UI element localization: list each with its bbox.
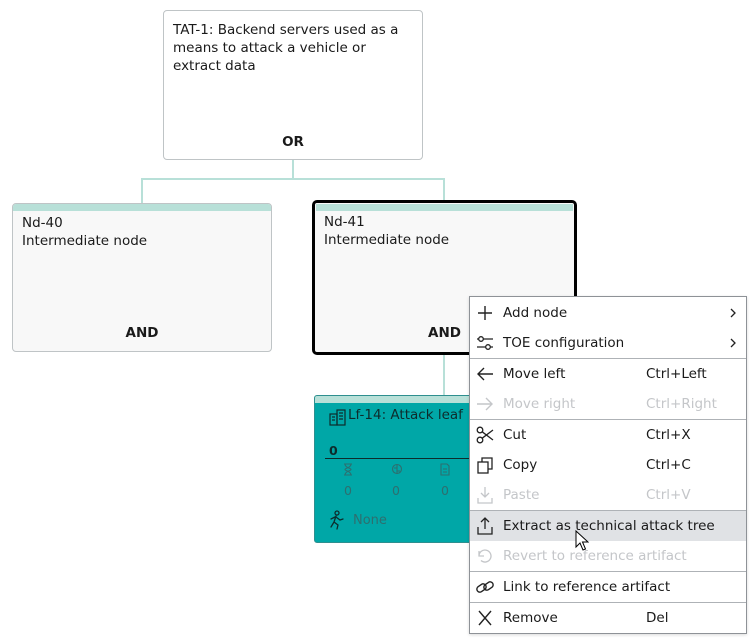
menu-item-remove[interactable]: Remove Del xyxy=(470,603,746,633)
node-type: Intermediate node xyxy=(22,233,148,249)
menu-separator xyxy=(470,419,746,420)
plus-icon xyxy=(478,306,492,320)
chevron-right-icon xyxy=(730,338,736,348)
node-accent-bar xyxy=(13,204,271,211)
upload-icon xyxy=(477,517,493,535)
menu-separator xyxy=(470,571,746,572)
arrow-right-icon xyxy=(477,397,493,411)
building-icon xyxy=(329,409,346,426)
leaf-divider xyxy=(325,458,473,459)
node-accent-bar xyxy=(316,204,573,211)
node-text: Nd-40 Intermediate node xyxy=(22,214,147,250)
leaf-attacker: None xyxy=(353,513,387,528)
connector-horizontal xyxy=(141,178,445,180)
leaf-title: Lf-14: Attack leaf xyxy=(348,407,463,423)
menu-item-paste[interactable]: Paste Ctrl+V xyxy=(470,480,746,510)
menu-separator xyxy=(470,358,746,359)
node-id: Nd-40 xyxy=(22,215,63,231)
scissors-icon xyxy=(476,426,494,444)
link-icon xyxy=(476,581,494,593)
menu-item-link-reference-artifact[interactable]: Link to reference artifact xyxy=(470,572,746,602)
leaf-lf-14[interactable]: Lf-14: Attack leaf 0 0 0 0 None xyxy=(314,395,474,543)
connector-nd41-leaf xyxy=(443,353,445,396)
menu-item-move-left[interactable]: Move left Ctrl+Left xyxy=(470,359,746,389)
menu-item-add-node[interactable]: Add node xyxy=(470,298,746,328)
menu-item-move-right[interactable]: Move right Ctrl+Right xyxy=(470,389,746,419)
connector-nd40 xyxy=(141,178,143,204)
node-text: Nd-41 Intermediate node xyxy=(324,213,449,249)
revert-icon xyxy=(478,549,492,563)
leaf-metric: 0 xyxy=(441,483,449,498)
brain-icon xyxy=(391,463,403,475)
root-node-title: TAT-1: Backend servers used as a means t… xyxy=(173,22,399,74)
leaf-accent-bar xyxy=(315,396,473,403)
menu-separator xyxy=(470,510,746,511)
mouse-cursor-icon xyxy=(575,530,589,551)
leaf-score: 0 xyxy=(329,443,338,458)
menu-separator xyxy=(470,602,746,603)
node-nd-40[interactable]: Nd-40 Intermediate node AND xyxy=(12,203,272,352)
copy-icon xyxy=(477,457,493,474)
arrow-left-icon xyxy=(477,367,493,381)
menu-item-copy[interactable]: Copy Ctrl+C xyxy=(470,450,746,480)
menu-item-extract-technical-attack-tree[interactable]: Extract as technical attack tree xyxy=(470,511,746,541)
menu-item-revert-reference-artifact[interactable]: Revert to reference artifact xyxy=(470,541,746,571)
context-menu: Add node TOE configuration Move left Ctr… xyxy=(469,296,747,634)
node-gate: AND xyxy=(125,325,159,341)
paste-icon xyxy=(477,487,493,504)
attacker-running-icon xyxy=(330,510,344,530)
hourglass-icon xyxy=(344,463,352,476)
document-icon xyxy=(440,463,450,476)
sliders-icon xyxy=(477,336,493,350)
root-node[interactable]: TAT-1: Backend servers used as a means t… xyxy=(163,10,423,160)
node-gate: AND xyxy=(428,325,461,341)
node-type: Intermediate node xyxy=(324,232,450,248)
chevron-right-icon xyxy=(730,308,736,318)
menu-item-toe-configuration[interactable]: TOE configuration xyxy=(470,328,746,358)
node-id: Nd-41 xyxy=(324,214,365,230)
close-icon xyxy=(478,610,492,626)
connector-root-down xyxy=(292,159,294,179)
menu-item-cut[interactable]: Cut Ctrl+X xyxy=(470,420,746,450)
leaf-metric: 0 xyxy=(344,483,352,498)
connector-nd41 xyxy=(443,178,445,204)
root-node-gate: OR xyxy=(282,134,304,150)
leaf-metric: 0 xyxy=(392,483,400,498)
